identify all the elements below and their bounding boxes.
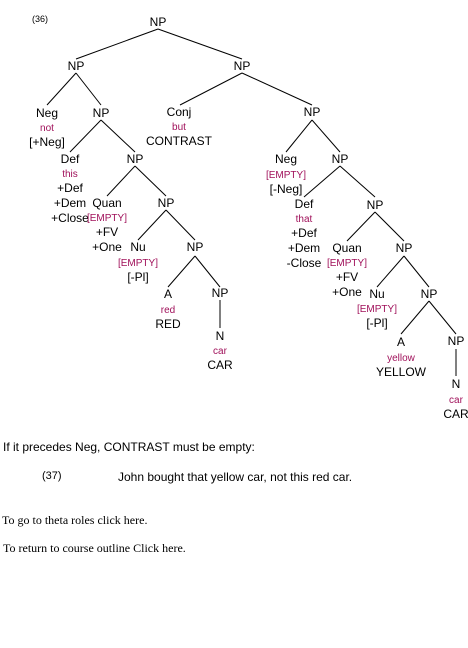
concept-red: RED	[155, 317, 181, 331]
branch	[303, 165, 341, 198]
feature: [+Neg]	[29, 135, 65, 149]
branch	[100, 119, 136, 153]
node-nu: Nu	[369, 287, 384, 301]
lexical-yellow: yellow	[387, 353, 416, 364]
course-outline-link[interactable]: To return to course outline Click here.	[3, 541, 186, 555]
node-np: NP	[68, 59, 85, 73]
feature: +One	[332, 285, 362, 299]
feature: -Close	[287, 256, 322, 270]
feature: +Dem	[54, 196, 86, 210]
concept-contrast: CONTRAST	[146, 134, 213, 148]
branch	[311, 119, 341, 153]
branch	[241, 72, 313, 106]
node-np: NP	[448, 334, 465, 348]
branch	[75, 72, 102, 106]
lexical-car: car	[449, 395, 464, 406]
branch	[403, 255, 430, 288]
node-a: A	[164, 287, 172, 301]
feature: +Def	[57, 181, 83, 195]
feature: +Def	[291, 226, 317, 240]
lexical-empty: [EMPTY]	[87, 213, 127, 224]
tree-branches	[46, 28, 457, 376]
example-number-36: (36)	[32, 14, 48, 24]
node-n: N	[216, 329, 225, 343]
lexical-car: car	[213, 346, 228, 357]
lexical-empty: [EMPTY]	[327, 258, 367, 269]
node-neg: Neg	[275, 152, 297, 166]
branch	[428, 300, 457, 335]
node-np: NP	[396, 241, 413, 255]
feature: [-Pl]	[366, 316, 387, 330]
branch	[179, 72, 243, 106]
branch	[167, 255, 196, 288]
node-conj: Conj	[167, 105, 192, 119]
node-neg: Neg	[36, 106, 58, 120]
node-a: A	[397, 335, 405, 349]
lexical-empty: [EMPTY]	[266, 170, 306, 181]
concept-car: CAR	[207, 358, 233, 372]
branch	[285, 119, 313, 153]
lexical-red: red	[161, 305, 175, 316]
branch	[157, 28, 243, 60]
node-np: NP	[158, 196, 175, 210]
node-np: NP	[127, 152, 144, 166]
branch	[137, 209, 167, 241]
branch	[46, 72, 77, 106]
feature: [-Pl]	[127, 270, 148, 284]
node-quan: Quan	[332, 241, 361, 255]
lexical-empty: [EMPTY]	[118, 258, 158, 269]
branch	[400, 300, 430, 335]
lexical-not: not	[40, 123, 54, 134]
node-nu: Nu	[130, 240, 145, 254]
branch	[194, 255, 221, 288]
feature: [-Neg]	[270, 182, 303, 196]
concept-car: CAR	[443, 407, 468, 421]
node-np: NP	[93, 106, 110, 120]
branch	[376, 255, 405, 288]
node-np: NP	[332, 152, 349, 166]
example-37-number: (37)	[42, 470, 62, 482]
feature: +Close	[51, 211, 89, 225]
node-np: NP	[421, 287, 438, 301]
feature: +FV	[96, 225, 118, 239]
feature: +One	[92, 240, 122, 254]
node-n: N	[452, 377, 461, 391]
concept-yellow: YELLOW	[376, 365, 427, 379]
lexical-this: this	[62, 169, 78, 180]
branch	[69, 119, 102, 153]
syntax-tree: (36) NP NP NP Neg not [+Neg] NP Def this…	[29, 14, 468, 421]
theta-roles-link[interactable]: To go to theta roles click here.	[2, 513, 148, 527]
rule-text: If it precedes Neg, CONTRAST must be emp…	[3, 440, 255, 454]
branch	[165, 209, 196, 241]
branch	[339, 165, 376, 198]
branch	[106, 165, 136, 197]
node-def: Def	[61, 152, 80, 166]
node-np-root: NP	[150, 15, 167, 29]
branch	[346, 211, 376, 242]
feature: +FV	[336, 270, 358, 284]
feature: +Dem	[288, 241, 320, 255]
branch	[134, 165, 167, 197]
node-np: NP	[187, 240, 204, 254]
node-np: NP	[212, 286, 229, 300]
lexical-empty: [EMPTY]	[357, 304, 397, 315]
node-np: NP	[367, 198, 384, 212]
node-quan: Quan	[92, 196, 121, 210]
node-np: NP	[304, 105, 321, 119]
example-37-text: John bought that yellow car, not this re…	[118, 470, 353, 484]
branch	[374, 211, 405, 242]
node-def: Def	[295, 197, 314, 211]
branch	[75, 28, 159, 60]
node-np: NP	[234, 59, 251, 73]
lexical-that: that	[296, 214, 313, 225]
lexical-but: but	[172, 122, 186, 133]
